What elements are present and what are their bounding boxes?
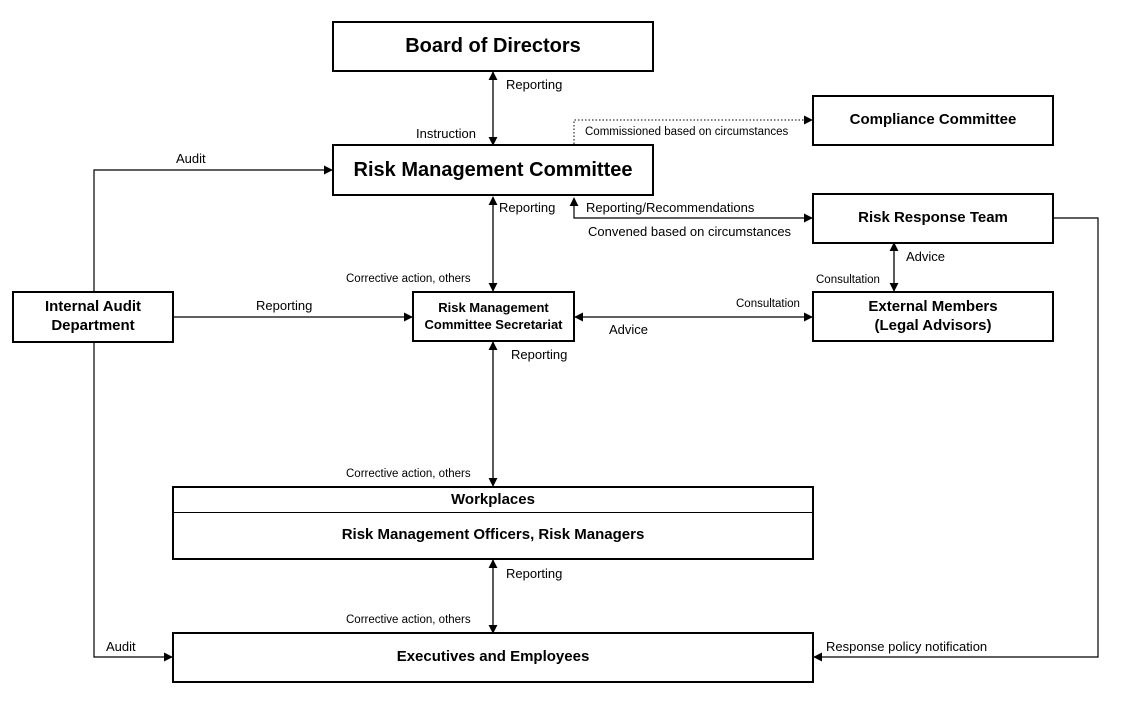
edge-rmc-compliance (573, 115, 813, 144)
risk-management-committee-box: Risk Management Committee (332, 144, 654, 196)
label-reporting-recommendations: Reporting/Recommendations (586, 200, 755, 215)
edge-audit-executives (93, 342, 173, 662)
label-consultation-upper: Consultation (816, 274, 880, 286)
label-workplaces-reporting: Reporting (506, 566, 563, 581)
label-audit-reporting: Reporting (256, 298, 313, 313)
executives-employees-label: Executives and Employees (396, 648, 590, 666)
workplaces-header: Workplaces (174, 488, 812, 513)
label-corrective-upper: Corrective action, others (346, 273, 471, 285)
external-members-label-line2: (Legal Advisors) (874, 316, 992, 334)
board-of-directors-box: Board of Directors (332, 21, 654, 72)
secretariat-label-line2: Committee Secretariat (424, 316, 563, 332)
compliance-committee-label: Compliance Committee (849, 111, 1017, 129)
secretariat-label-line1: Risk Management (438, 300, 549, 316)
workplaces-box: Workplaces Risk Management Officers, Ris… (172, 486, 814, 560)
executives-employees-box: Executives and Employees (172, 632, 814, 683)
label-audit-bottom: Audit (106, 639, 136, 654)
board-of-directors-label: Board of Directors (405, 35, 581, 57)
edge-rmc-response (569, 197, 813, 223)
label-corrective-mid: Corrective action, others (346, 468, 471, 480)
edge-audit-rmc (93, 165, 333, 292)
edge-response-executives (813, 217, 1099, 662)
internal-audit-label-line2: Department (51, 317, 135, 334)
label-advice-right: Advice (906, 249, 946, 264)
external-members-label-line1: External Members (868, 297, 998, 315)
risk-management-committee-label: Risk Management Committee (353, 158, 633, 181)
internal-audit-department-box: Internal Audit Department (12, 291, 174, 343)
secretariat-box: Risk Management Committee Secretariat (412, 291, 575, 342)
label-board-instruction: Instruction (416, 126, 476, 141)
label-secretariat-reporting: Reporting (511, 347, 568, 362)
label-corrective-lower: Corrective action, others (346, 614, 471, 626)
compliance-committee-box: Compliance Committee (812, 95, 1054, 146)
label-advice-mid: Advice (609, 322, 649, 337)
risk-response-team-label: Risk Response Team (858, 209, 1008, 227)
workplaces-body: Risk Management Officers, Risk Managers (341, 526, 645, 544)
label-response-policy: Response policy notification (826, 639, 988, 654)
external-members-box: External Members (Legal Advisors) (812, 291, 1054, 342)
label-commissioned: Commissioned based on circumstances (585, 126, 789, 138)
label-consultation-mid: Consultation (736, 298, 800, 310)
label-convened: Convened based on circumstances (588, 224, 792, 239)
label-audit-top: Audit (176, 151, 206, 166)
label-board-reporting: Reporting (506, 77, 563, 92)
risk-response-team-box: Risk Response Team (812, 193, 1054, 244)
internal-audit-label-line1: Internal Audit (44, 298, 142, 316)
label-rmc-reporting: Reporting (499, 200, 556, 215)
